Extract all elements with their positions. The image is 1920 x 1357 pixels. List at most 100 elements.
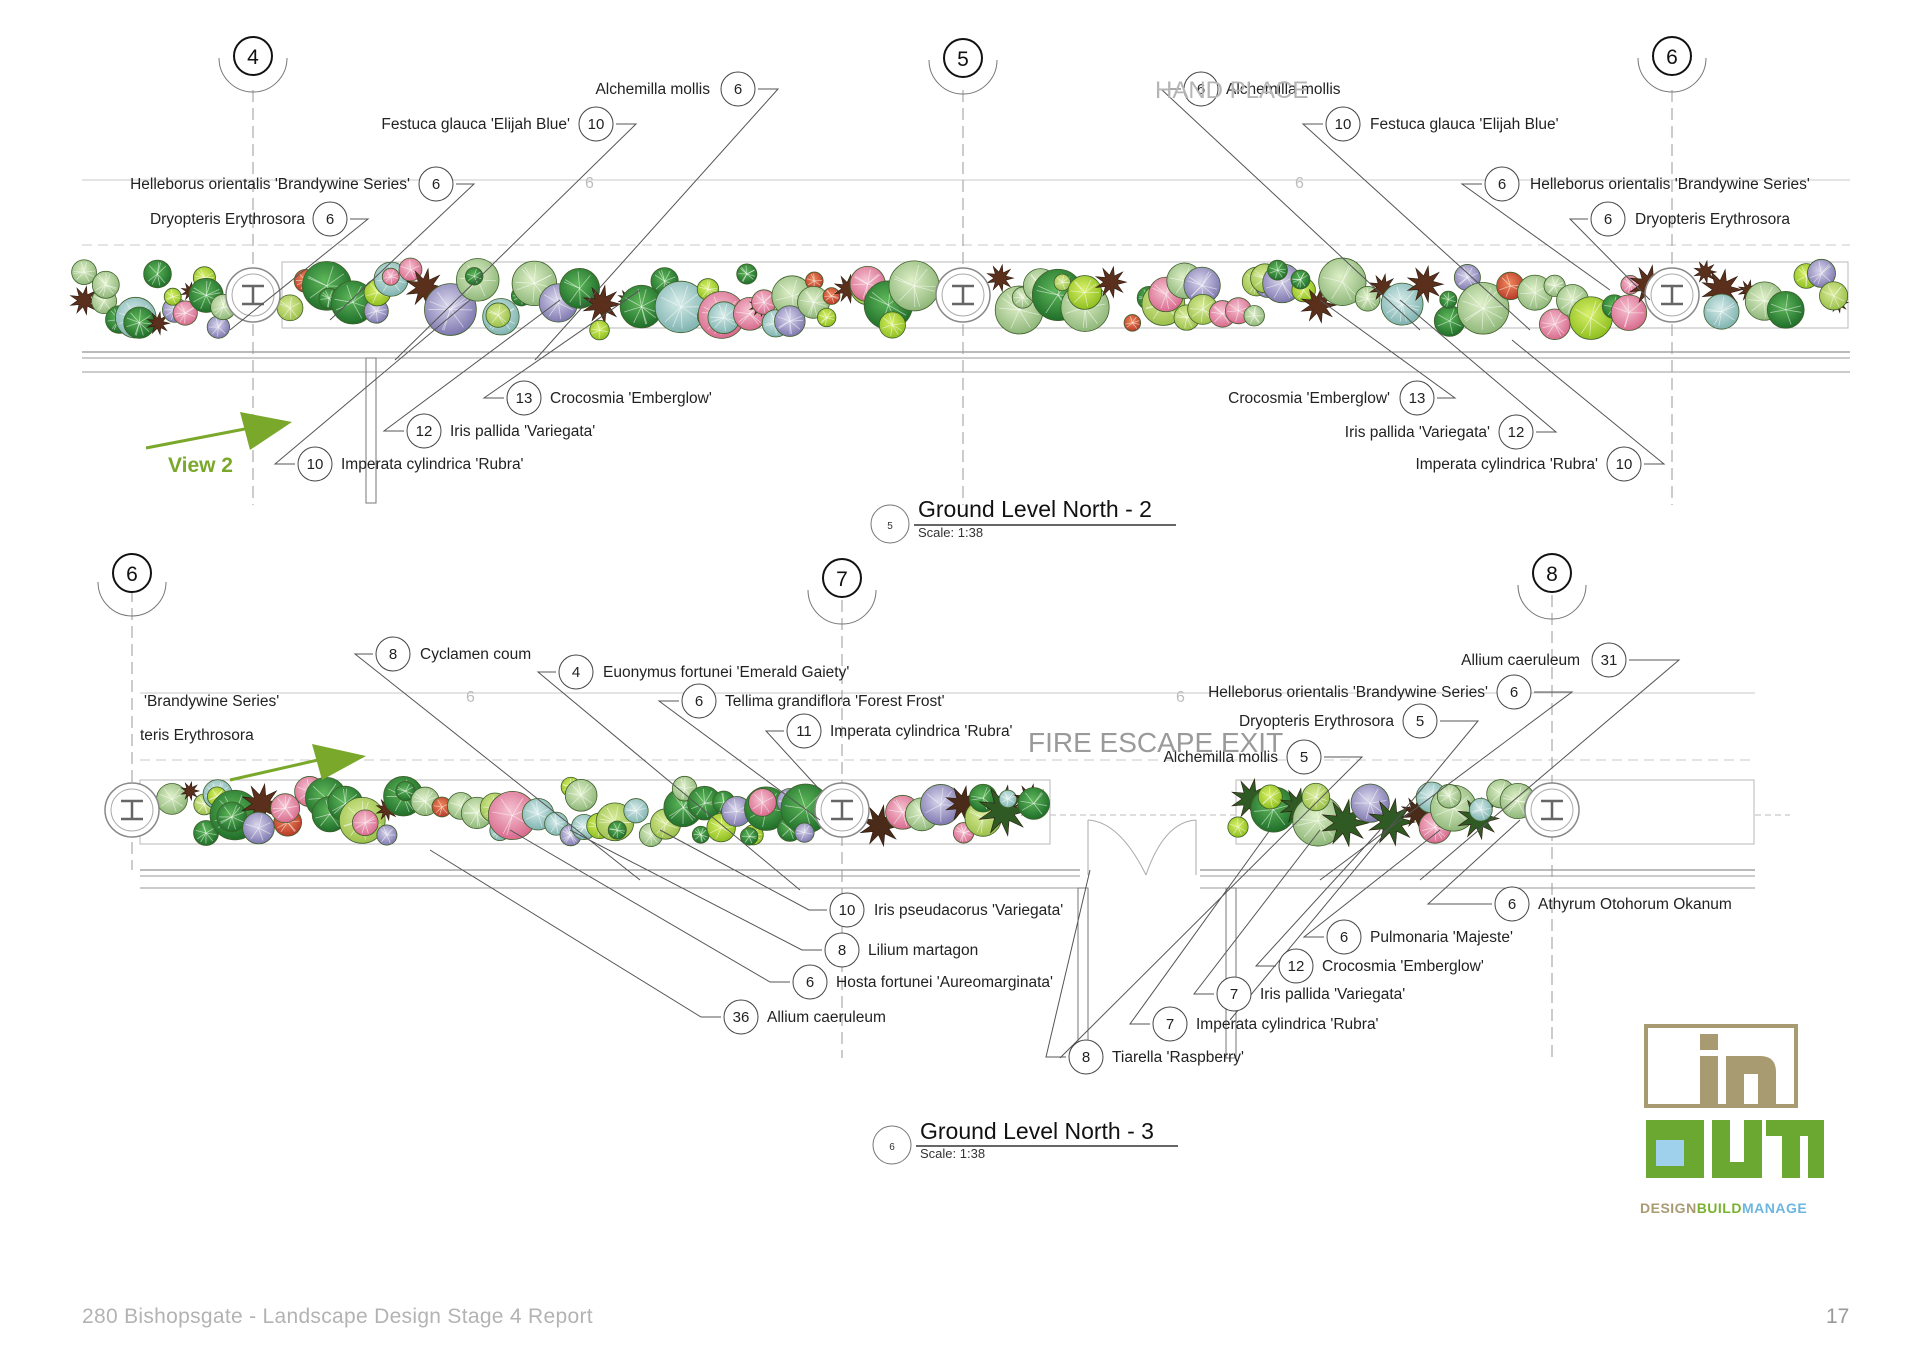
svg-text:5: 5: [887, 521, 893, 532]
plant-symbol: [1436, 783, 1462, 809]
leader-line: [1419, 659, 1681, 881]
footer-report-title: 280 Bishopsgate - Landscape Design Stage…: [82, 1305, 593, 1328]
plant-quantity: 10: [839, 902, 856, 919]
plant-label: Crocosmia 'Emberglow'12: [1278, 948, 1484, 984]
plan-scale: Scale: 1:38: [918, 525, 983, 540]
plant-symbol: [1819, 281, 1849, 311]
plant-symbol: [582, 284, 622, 325]
plant-symbol: [1456, 282, 1510, 335]
quantity-circle: [1278, 948, 1314, 984]
dim-mark: 6: [1295, 175, 1304, 192]
plant-symbol: [1123, 314, 1142, 332]
leader-line: [509, 829, 790, 983]
plant-symbol: [163, 287, 182, 306]
structural-column: [104, 782, 160, 838]
plant-symbol: [888, 260, 940, 312]
plant-label: Iris pseudacorus 'Variegata'10: [829, 892, 1063, 928]
leader-line: [1399, 299, 1558, 433]
plant-name: Iris pallida 'Variegata': [1260, 986, 1405, 1003]
plant-symbol: [1380, 282, 1424, 326]
plant-name: Imperata cylindrica 'Rubra': [830, 723, 1013, 740]
plant-symbol: [276, 294, 304, 322]
leader-line: [429, 849, 721, 1018]
logo-tagline-design: DESIGN: [1640, 1200, 1697, 1216]
structural-columns: [104, 267, 1700, 838]
quantity-circle: [1484, 166, 1520, 202]
leader-line: [273, 299, 471, 465]
leader-line: [329, 183, 476, 321]
plant-quantity: 5: [1416, 713, 1424, 730]
plant-symbol: [623, 798, 649, 824]
plant-quantity: 8: [1082, 1049, 1090, 1066]
plant-quantity: 11: [796, 723, 812, 740]
plant-symbol: [998, 789, 1018, 808]
plant-symbol: [1243, 305, 1265, 327]
quantity-circle: [1152, 1006, 1188, 1042]
plant-symbol: [1766, 290, 1805, 329]
plant-name: Alchemilla mollis: [1163, 749, 1278, 766]
plant-symbol: [146, 310, 171, 336]
plant-label: Crocosmia 'Emberglow'13: [506, 380, 712, 416]
leader-line: [482, 289, 641, 399]
quantity-circle: [1591, 642, 1627, 678]
plant-symbol: [242, 811, 275, 845]
quantity-circle: [312, 201, 348, 237]
quantity-circle: [406, 413, 442, 449]
quantity-circle: [786, 713, 822, 749]
structural-column: [814, 782, 870, 838]
plant-quantity: 6: [806, 974, 814, 991]
plant-symbol: [1354, 286, 1381, 312]
plant-symbol: [559, 824, 582, 847]
plant-name: Helleborus orientalis 'Brandywine Series…: [130, 176, 410, 193]
plant-label: Imperata cylindrica 'Rubra'7: [1152, 1006, 1379, 1042]
plant-symbol: [193, 820, 219, 846]
plant-name: Iris pallida 'Variegata': [450, 423, 595, 440]
plant-symbol: [794, 822, 815, 843]
plant-quantity: 36: [733, 1009, 750, 1026]
plant-name: Athyrum Otohorum Okanum: [1538, 896, 1732, 913]
plant-symbol: [1227, 816, 1249, 838]
plant-quantity: 10: [1616, 456, 1633, 473]
plant-symbol: [71, 259, 97, 285]
plant-symbol: [1439, 290, 1458, 309]
plant-symbol: [395, 780, 416, 802]
plant-name: Imperata cylindrica 'Rubra': [1415, 456, 1598, 473]
quantity-circle: [297, 446, 333, 482]
plant-name: Allium caeruleum: [767, 1009, 886, 1026]
plant-symbol: [607, 820, 627, 840]
plant-symbol: [216, 801, 248, 833]
quantity-circle: [1068, 1039, 1104, 1075]
plant-quantity: 6: [1604, 211, 1612, 228]
plant-label: Pulmonaria 'Majeste'6: [1326, 919, 1513, 955]
logo-tagline-build: BUILD: [1696, 1200, 1742, 1216]
plant-symbol: [376, 824, 398, 846]
leader-line: [353, 653, 641, 881]
plan-2-structure: [82, 90, 1850, 505]
leader-line: [1045, 869, 1091, 1058]
plant-name: Iris pallida 'Variegata': [1345, 424, 1490, 441]
plant-symbol: [1257, 784, 1283, 810]
dim-mark: 6: [466, 689, 475, 706]
quantity-circle: [1402, 703, 1438, 739]
leader-line: [1254, 829, 1381, 967]
plant-label: Euonymus fortunei 'Emerald Gaiety'4: [558, 654, 849, 690]
leader-line: [764, 730, 821, 791]
company-logo: [1644, 1024, 1824, 1178]
plan-scale: Scale: 1:38: [920, 1146, 985, 1161]
plant-quantity: 7: [1230, 986, 1238, 1003]
plant-symbol: [485, 302, 511, 328]
plant-quantity: 12: [416, 423, 433, 440]
quantity-circle: [1494, 886, 1530, 922]
plant-symbol: [1350, 783, 1390, 823]
planting-beds: [69, 257, 1850, 848]
plant-name: Euonymus fortunei 'Emerald Gaiety': [603, 664, 849, 681]
grid-marker: 6: [97, 553, 167, 617]
plant-name: Helleborus orientalis 'Brandywine Series…: [1530, 176, 1810, 193]
plant-symbol: [1406, 264, 1445, 304]
leader-line: [1302, 829, 1441, 938]
